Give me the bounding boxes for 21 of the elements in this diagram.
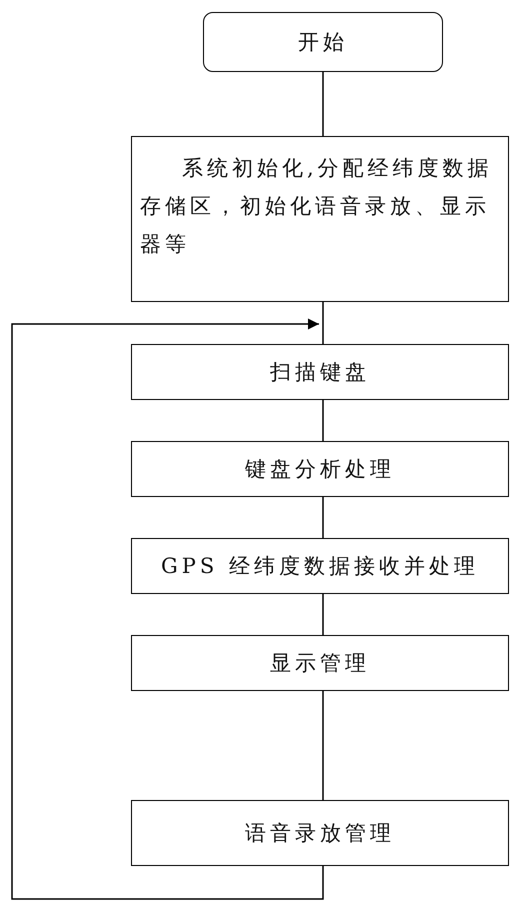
process-box [131, 136, 509, 302]
connector-line [322, 72, 324, 136]
process-box [131, 800, 509, 866]
connector-line [322, 594, 324, 635]
connector-line [322, 302, 324, 344]
process-box [131, 344, 509, 400]
node-label: GPS 经纬度数据接收并处理 [161, 553, 479, 580]
node-label: 扫描键盘 [270, 359, 370, 386]
node-label: 语音录放管理 [245, 820, 395, 847]
node-label: 系统初始化,分配经纬度数据存储区，初始化语音录放、显示器等 [140, 155, 494, 258]
node-label: 键盘分析处理 [245, 456, 395, 483]
node-label: 显示管理 [270, 650, 370, 677]
connector-line [322, 400, 324, 441]
arrow [11, 318, 324, 900]
process-box [131, 538, 509, 594]
connector-line [322, 691, 324, 800]
process-box [131, 441, 509, 497]
connector-line [322, 497, 324, 538]
process-box [131, 635, 509, 691]
terminal-box [203, 12, 443, 72]
node-label: 开始 [298, 29, 348, 56]
